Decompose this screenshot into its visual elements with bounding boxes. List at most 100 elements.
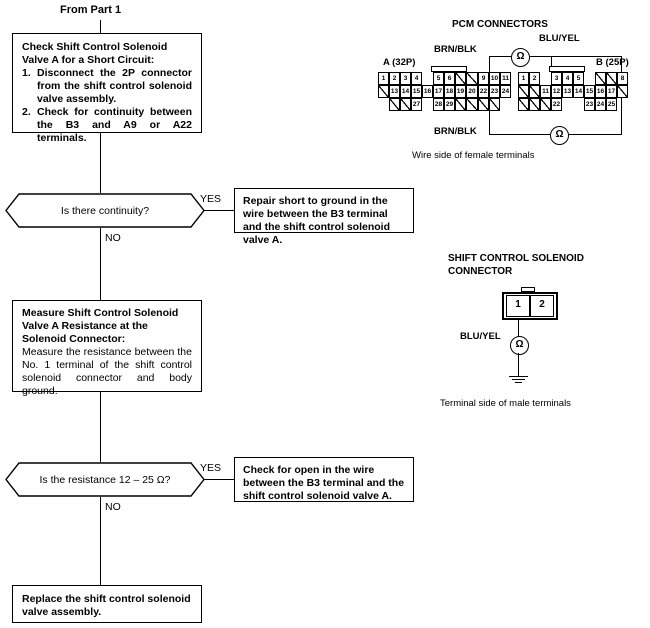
connector-a-label: A (32P): [383, 57, 416, 68]
terminal-b2: 2: [532, 75, 537, 82]
step-box-1-heading: Check Shift Control Solenoid Valve A for…: [22, 41, 168, 66]
terminal-b14: 14: [574, 88, 583, 95]
terminal-blank: [595, 72, 606, 85]
connector-lock-tab-icon: [521, 287, 535, 292]
terminal-a22: 22: [479, 88, 488, 95]
terminal-b1: 1: [521, 75, 526, 82]
terminal-a2: 2: [392, 75, 397, 82]
solenoid-caption: Terminal side of male terminals: [440, 398, 571, 409]
terminal-b5: 5: [576, 75, 581, 82]
terminal-a10: 10: [490, 75, 499, 82]
terminal-a29: 29: [445, 101, 454, 108]
terminal-blank: [617, 85, 628, 98]
pcm-connectors-title: PCM CONNECTORS: [452, 19, 548, 30]
solenoid-terminal-1-cell: 1: [506, 295, 530, 317]
no-line-1: [100, 228, 101, 300]
ground-bar-2: [512, 379, 525, 380]
terminal-blank: [378, 85, 389, 98]
step-box-1-steps: 1. Disconnect the 2P connector from the …: [22, 67, 192, 145]
step-number: 1.: [22, 67, 31, 79]
terminal-b17: 17: [607, 88, 616, 95]
terminal-a23: 23: [490, 88, 499, 95]
terminal-b15: 15: [585, 88, 594, 95]
no-label-2: NO: [105, 501, 121, 513]
terminal-a4: 4: [414, 75, 419, 82]
terminal-b16: 16: [596, 88, 605, 95]
terminal-blank: [389, 98, 400, 111]
terminal-blank: [518, 98, 529, 111]
wire-a9-riser: [489, 56, 490, 81]
terminal-blank: [529, 98, 540, 111]
wire-label-brn-blk-bottom: BRN/BLK: [434, 126, 477, 137]
flow-line-box1-to-decision1: [100, 133, 101, 193]
step-text: Check for continuity between the B3 and …: [37, 106, 192, 144]
ground-bar-1: [509, 376, 528, 377]
decision-2-label: Is the resistance 12 – 25 Ω?: [39, 473, 171, 486]
terminal-blank: [400, 98, 411, 111]
terminal-a28: 28: [434, 101, 443, 108]
terminal-blank: [529, 85, 540, 98]
step-text: Disconnect the 2P connector from the shi…: [37, 67, 192, 105]
solenoid-terminal-2-cell: 2: [530, 295, 554, 317]
terminal-blank: [466, 72, 478, 85]
result-box-check-open: Check for open in the wire between the B…: [234, 457, 414, 502]
decision-is-resistance-in-range: Is the resistance 12 – 25 Ω?: [5, 462, 205, 497]
terminal-b4: 4: [565, 75, 570, 82]
terminal-a17: 17: [434, 88, 443, 95]
wire-label-blu-yel: BLU/YEL: [539, 33, 580, 44]
solenoid-ohmmeter-icon: Ω: [510, 336, 529, 355]
yes-line-2: [204, 479, 234, 480]
result-box-repair-short: Repair short to ground in the wire betwe…: [234, 188, 414, 246]
step-number: 2.: [22, 106, 31, 118]
solenoid-wire-upper: [518, 320, 519, 337]
terminal-a18: 18: [445, 88, 454, 95]
connector-b-label: B (25P): [596, 57, 629, 68]
terminal-b24: 24: [596, 101, 605, 108]
terminal-b3: 3: [554, 75, 559, 82]
ohmmeter-icon-bottom: Ω: [550, 126, 569, 145]
yes-label-2: YES: [200, 462, 222, 474]
terminal-a13: 13: [390, 88, 399, 95]
terminal-b11: 11: [542, 88, 549, 95]
pcm-caption: Wire side of female terminals: [412, 150, 535, 161]
flow-line-entry: [100, 20, 101, 33]
wire-label-brn-blk-top: BRN/BLK: [434, 44, 477, 55]
connector-a-shroud-top: [431, 66, 467, 72]
solenoid-terminal-1: 1: [515, 299, 521, 310]
terminal-blank: [478, 98, 489, 111]
step-box-2-heading: Measure Shift Control Solenoid Valve A R…: [22, 307, 179, 345]
terminal-blank: [518, 85, 529, 98]
terminal-b25: 25: [607, 101, 616, 108]
result-box-1-text: Repair short to ground in the wire betwe…: [243, 195, 390, 246]
flow-line-box2-to-decision2: [100, 392, 101, 462]
terminal-a11: 11: [502, 75, 509, 82]
solenoid-connector-title: SHIFT CONTROL SOLENOID CONNECTOR: [448, 253, 584, 277]
terminal-b8: 8: [620, 75, 625, 82]
terminal-b23: 23: [585, 101, 594, 108]
terminal-a14: 14: [401, 88, 410, 95]
wire-brn-blk-top-h: [489, 56, 511, 57]
step-item: 2. Check for continuity between the B3 a…: [22, 106, 192, 145]
step-box-2-body: Measure the resistance between the No. 1…: [22, 346, 192, 397]
terminal-b22: 22: [552, 101, 561, 108]
step-box-check-short-circuit: Check Shift Control Solenoid Valve A for…: [12, 33, 202, 144]
no-label-1: NO: [105, 232, 121, 244]
terminal-a20: 20: [468, 88, 476, 95]
terminal-blank: [489, 98, 500, 111]
solenoid-terminal-2: 2: [539, 299, 545, 310]
terminal-a3: 3: [403, 75, 408, 82]
terminal-b12: 12: [552, 88, 561, 95]
yes-label-1: YES: [200, 193, 222, 205]
ground-bar-3: [515, 382, 522, 383]
terminal-blank: [455, 72, 466, 85]
terminal-a19: 19: [456, 88, 465, 95]
result-box-2-text: Check for open in the wire between the B…: [243, 464, 405, 502]
terminal-a15: 15: [412, 88, 421, 95]
entry-label: From Part 1: [60, 4, 122, 16]
ohmmeter-icon-top: Ω: [511, 48, 530, 67]
solenoid-wire-lower: [518, 353, 519, 376]
terminal-a27: 27: [412, 101, 421, 108]
terminal-a16: 16: [423, 88, 432, 95]
terminal-blank: [606, 72, 617, 85]
step-item: 1. Disconnect the 2P connector from the …: [22, 67, 192, 106]
